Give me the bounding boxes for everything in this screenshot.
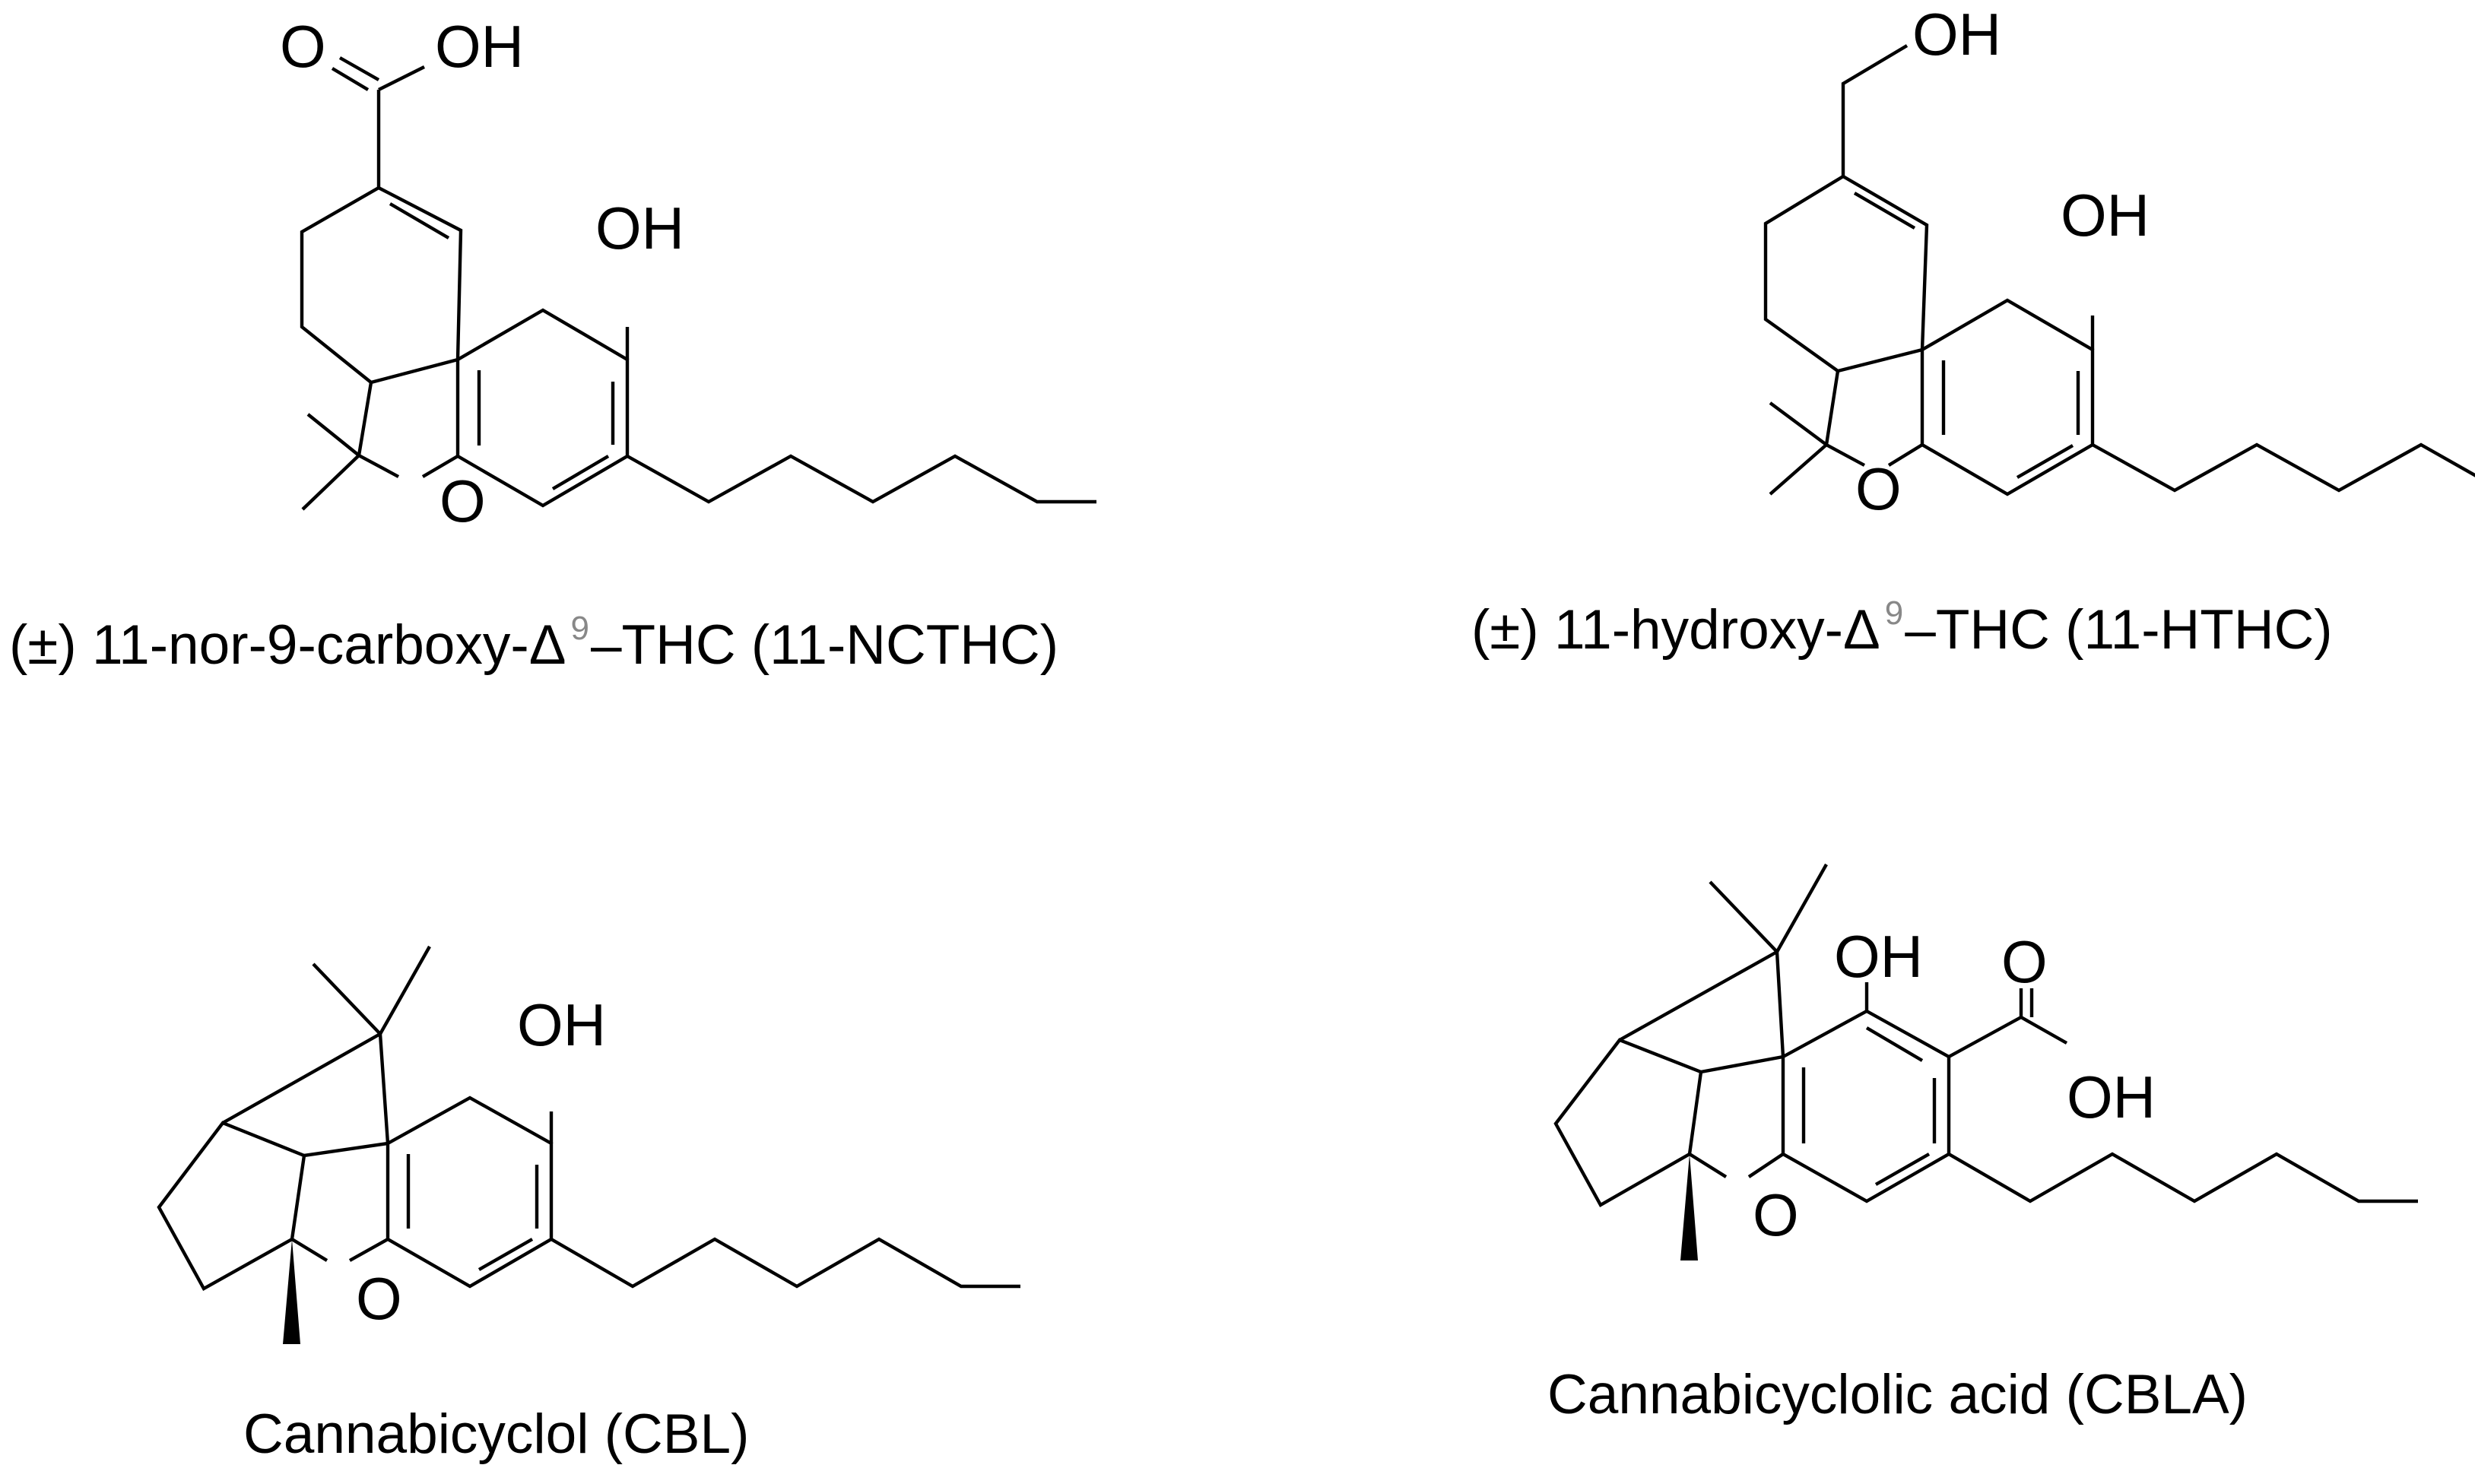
caption-prefix: Cannabicyclol (CBL): [243, 1403, 750, 1465]
caption-suffix: –THC (11-NCTHC): [590, 614, 1059, 676]
atom-o-ring: O: [356, 1265, 402, 1332]
atom-o-ring: O: [1753, 1181, 1799, 1248]
structure-11-hthc: OH OH O: [1763, 1, 2475, 522]
atom-o-ring: O: [1855, 455, 1902, 522]
structure-cbl: OH O: [157, 945, 1020, 1344]
caption-superscript: 9: [1884, 595, 1904, 632]
atom-o-ring: O: [439, 468, 486, 534]
caption-superscript: 9: [570, 610, 589, 647]
atom-o-carbonyl: O: [2001, 928, 2048, 995]
atom-oh-phenol: OH: [1834, 923, 1923, 990]
delta-symbol: Δ: [1842, 599, 1880, 661]
bond-lines: [1553, 863, 2418, 1260]
wedge-methyl: [1680, 1154, 1698, 1260]
caption-cbl: Cannabicyclol (CBL): [243, 1406, 749, 1462]
delta-symbol: Δ: [528, 614, 566, 676]
caption-prefix: (±) 11-nor-9-carboxy-: [9, 614, 529, 676]
bond-lines: [157, 945, 1020, 1344]
structure-11-nctthc: O OH OH O: [280, 13, 1096, 534]
bond-lines: [1763, 44, 2475, 496]
atom-oh-phenol: OH: [595, 195, 684, 262]
caption-prefix: (±) 11-hydroxy-: [1471, 599, 1843, 661]
structure-cbla: OH O OH O: [1553, 863, 2418, 1260]
atom-oh-acid: OH: [2067, 1064, 2156, 1130]
atom-o-carbonyl: O: [280, 13, 326, 80]
atom-oh-phenol: OH: [517, 991, 606, 1058]
atom-oh-hydroxymethyl: OH: [1912, 1, 2001, 68]
bond-lines: [300, 56, 1096, 511]
caption-prefix: Cannabicyclolic acid (CBLA): [1547, 1364, 2248, 1425]
atom-oh-phenol: OH: [2061, 182, 2150, 249]
atom-oh-acid: OH: [435, 13, 524, 80]
caption-cbla: Cannabicyclolic acid (CBLA): [1547, 1367, 2248, 1422]
wedge-methyl: [283, 1239, 300, 1344]
caption-suffix: –THC (11-HTHC): [1905, 599, 2333, 661]
